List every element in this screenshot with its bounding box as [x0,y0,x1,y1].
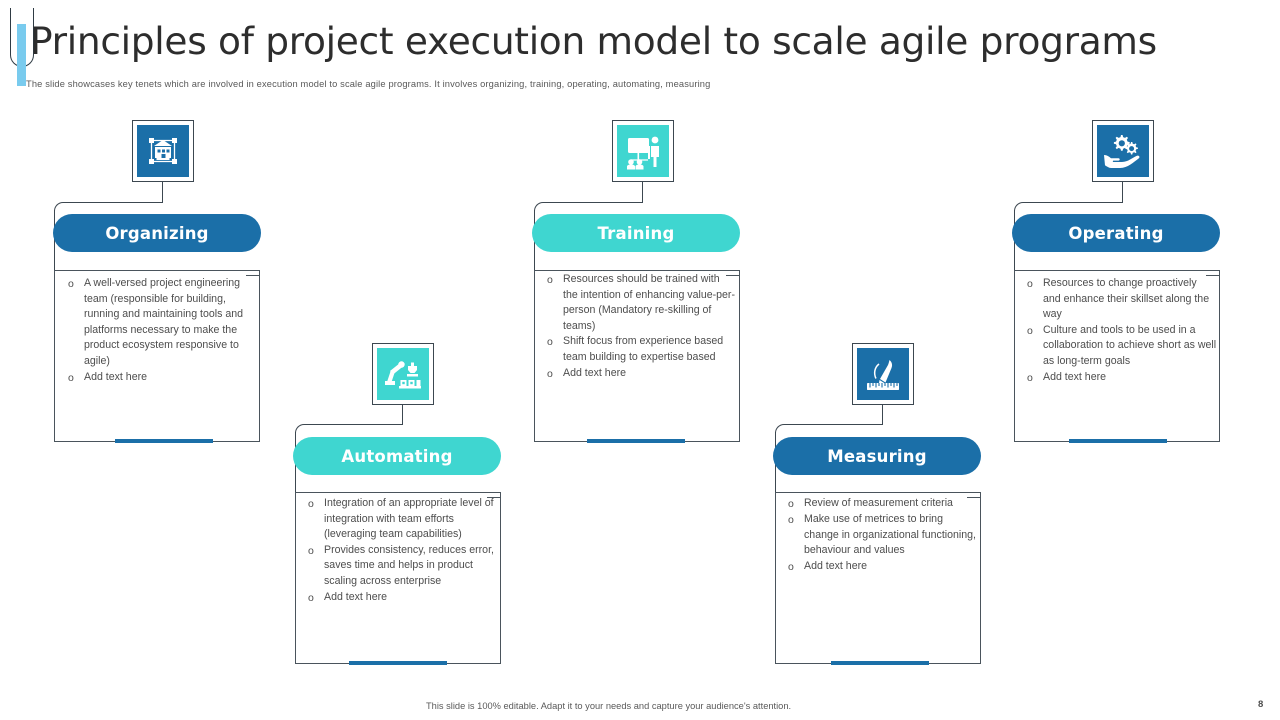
bullet-marker-icon: o [1027,324,1033,337]
organization-network-icon [137,125,189,177]
bullet-marker-icon: o [308,544,314,557]
footer-note: This slide is 100% editable. Adapt it to… [426,701,792,711]
card-inner-rule [487,497,501,661]
pill-label-organizing: Organizing [105,223,209,243]
pill-organizing[interactable]: Organizing [53,214,261,252]
pill-label-measuring: Measuring [827,446,927,466]
pill-measuring[interactable]: Measuring [773,437,981,475]
bullets-training: o Resources should be trained with the i… [545,272,737,382]
bullet-marker-icon: o [788,514,794,526]
bullet-marker-icon: o [788,560,794,573]
pill-training[interactable]: Training [532,214,740,252]
list-item: o A well-versed project engineering team… [66,276,256,370]
bullets-automating: o Integration of an appropriate level of… [306,496,498,606]
bullets-measuring: o Review of measurement criteria o Make … [786,496,978,575]
bullet-marker-icon: o [68,371,74,384]
list-item: o Shift focus from experience based team… [545,334,737,365]
list-item: o Integration of an appropriate level of… [306,496,498,543]
bullet-marker-icon: o [1027,371,1033,384]
pill-operating[interactable]: Operating [1012,214,1220,252]
title-accent-decoration [10,8,36,86]
card-inner-rule [1206,275,1220,439]
bullet-text: Add text here [563,366,627,379]
card-underline [831,660,929,665]
bullet-text: Resources to change proactively and enha… [1043,277,1210,321]
bullet-marker-icon: o [788,498,794,510]
card-underline [115,438,213,443]
bullet-text: Add text here [1043,370,1107,383]
pen-ruler-measure-icon [857,348,909,400]
card-measuring [775,492,981,665]
page-subtitle: The slide showcases key tenets which are… [26,79,711,89]
bullet-text: Make use of metrices to bring change in … [804,513,976,557]
list-item: o Provides consistency, reduces error, s… [306,543,498,590]
pill-label-operating: Operating [1068,223,1164,243]
bullet-text: Review of measurement criteria [804,497,953,509]
icon-box-training[interactable] [612,120,674,182]
bullet-marker-icon: o [68,278,74,290]
card-inner-rule [246,275,260,439]
bullet-text: Culture and tools to be used in a collab… [1043,323,1217,367]
page-title: Principles of project execution model to… [30,19,1157,63]
accent-bar [17,24,26,86]
bullet-text: Add text here [324,590,388,603]
list-item: o Culture and tools to be used in a coll… [1025,323,1217,370]
bullet-marker-icon: o [547,336,553,349]
icon-box-organizing[interactable] [132,120,194,182]
card-underline [587,438,685,443]
list-item: o Add text here [66,370,256,386]
list-item: o Make use of metrices to bring change i… [786,512,978,559]
bullet-text: Add text here [84,370,148,383]
card-underline [349,660,447,665]
pill-label-automating: Automating [341,446,453,466]
pill-automating[interactable]: Automating [293,437,501,475]
pill-label-training: Training [597,223,675,243]
icon-box-operating[interactable] [1092,120,1154,182]
hand-gears-icon [1097,125,1149,177]
bullet-marker-icon: o [308,498,314,510]
card-training [534,270,740,443]
bullet-text: Provides consistency, reduces error, sav… [324,543,494,587]
bullet-text: Resources should be trained with the int… [563,273,735,332]
icon-box-measuring[interactable] [852,343,914,405]
bullet-marker-icon: o [1027,278,1033,290]
list-item: o Resources should be trained with the i… [545,272,737,334]
bullet-marker-icon: o [547,367,553,380]
bullet-text: Shift focus from experience based team b… [563,335,724,363]
robot-arm-icon [377,348,429,400]
list-item: o Review of measurement criteria [786,496,978,512]
list-item: o Resources to change proactively and en… [1025,276,1217,323]
list-item: o Add text here [545,366,737,382]
card-organizing [54,270,260,443]
bullet-text: Integration of an appropriate level of i… [324,497,494,541]
card-inner-rule [967,497,981,661]
bullet-marker-icon: o [308,591,314,604]
bullet-text: A well-versed project engineering team (… [84,277,244,367]
list-item: o Add text here [1025,370,1217,386]
icon-box-automating[interactable] [372,343,434,405]
bullet-text: Add text here [804,559,868,572]
bullets-operating: o Resources to change proactively and en… [1025,276,1217,386]
bullet-marker-icon: o [547,274,553,286]
list-item: o Add text here [786,559,978,575]
card-automating [295,492,501,665]
page-number: 8 [1258,699,1264,710]
list-item: o Add text here [306,590,498,606]
presentation-training-icon [617,125,669,177]
card-inner-rule [726,275,740,439]
bullets-organizing: o A well-versed project engineering team… [66,276,256,386]
card-underline [1069,438,1167,443]
card-operating [1014,270,1220,443]
